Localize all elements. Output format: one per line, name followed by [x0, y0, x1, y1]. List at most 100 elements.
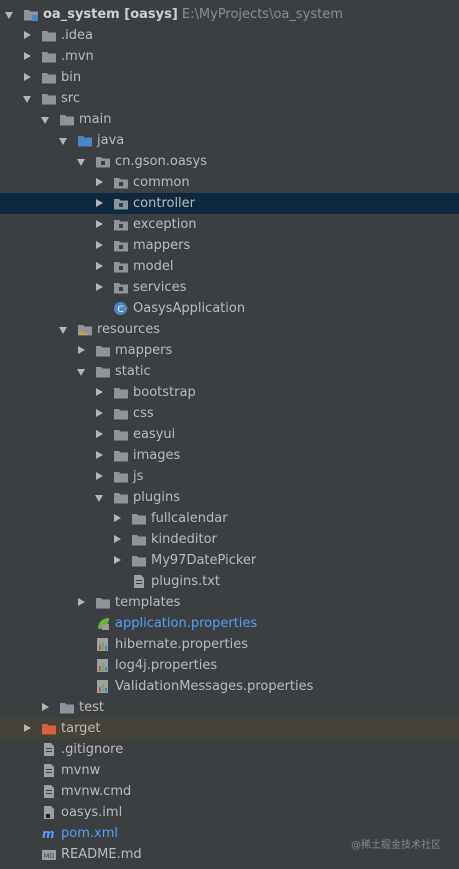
tree-row-hibernate-properties[interactable]: hibernate.properties — [0, 634, 459, 655]
folder-icon — [131, 511, 147, 526]
tree-row-plugins[interactable]: plugins — [0, 487, 459, 508]
chevron-down-icon[interactable] — [58, 130, 70, 151]
tree-row-test[interactable]: test — [0, 697, 459, 718]
chevron-right-icon[interactable] — [94, 424, 106, 445]
tree-row-cn-gson-oasys[interactable]: cn.gson.oasys — [0, 151, 459, 172]
chevron-down-icon[interactable] — [40, 109, 52, 130]
chevron-right-icon[interactable] — [22, 46, 34, 67]
resources-folder-icon — [77, 322, 93, 337]
tree-item-label: test — [79, 700, 104, 715]
tree-row-js[interactable]: js — [0, 466, 459, 487]
tree-row-bootstrap[interactable]: bootstrap — [0, 382, 459, 403]
tree-row-images[interactable]: images — [0, 445, 459, 466]
tree-row-log4j-properties[interactable]: log4j.properties — [0, 655, 459, 676]
text-file-icon — [41, 742, 57, 757]
folder-icon — [59, 112, 75, 127]
tree-row-services[interactable]: services — [0, 277, 459, 298]
chevron-right-icon[interactable] — [94, 193, 106, 214]
tree-row-main[interactable]: main — [0, 109, 459, 130]
tree-row-resources[interactable]: resources — [0, 319, 459, 340]
tree-row-mvn[interactable]: .mvn — [0, 46, 459, 67]
tree-row-gitignore[interactable]: .gitignore — [0, 739, 459, 760]
text-file-icon — [41, 763, 57, 778]
tree-row-oa-system[interactable]: oa_system [oasys] E:\MyProjects\oa_syste… — [0, 4, 459, 25]
tree-row-mappers[interactable]: mappers — [0, 235, 459, 256]
tree-row-my97datepicker[interactable]: My97DatePicker — [0, 550, 459, 571]
tree-row-application-properties[interactable]: application.properties — [0, 613, 459, 634]
properties-file-icon — [95, 637, 111, 652]
chevron-right-icon[interactable] — [40, 697, 52, 718]
tree-row-oasysapplication[interactable]: C OasysApplication — [0, 298, 459, 319]
chevron-right-icon[interactable] — [94, 466, 106, 487]
tree-item-label: images — [133, 448, 181, 463]
tree-item-label: cn.gson.oasys — [115, 154, 208, 169]
package-icon — [113, 259, 129, 274]
tree-row-plugins-txt[interactable]: plugins.txt — [0, 571, 459, 592]
properties-file-icon — [95, 679, 111, 694]
tree-item-label: mvnw.cmd — [61, 784, 132, 799]
folder-icon — [41, 28, 57, 43]
tree-row-idea[interactable]: .idea — [0, 25, 459, 46]
chevron-right-icon[interactable] — [94, 403, 106, 424]
tree-row-mvnw-cmd[interactable]: mvnw.cmd — [0, 781, 459, 802]
chevron-right-icon[interactable] — [22, 718, 34, 739]
package-icon — [95, 154, 111, 169]
tree-item-label: ValidationMessages.properties — [115, 679, 314, 694]
folder-icon — [113, 490, 129, 505]
tree-row-src[interactable]: src — [0, 88, 459, 109]
svg-text:C: C — [117, 305, 123, 315]
chevron-right-icon[interactable] — [76, 340, 88, 361]
tree-row-java[interactable]: java — [0, 130, 459, 151]
tree-row-validationmessages-properties[interactable]: ValidationMessages.properties — [0, 676, 459, 697]
tree-item-label: src — [61, 91, 80, 106]
chevron-right-icon[interactable] — [94, 172, 106, 193]
chevron-right-icon[interactable] — [22, 25, 34, 46]
tree-row-exception[interactable]: exception — [0, 214, 459, 235]
chevron-right-icon[interactable] — [22, 67, 34, 88]
folder-icon — [41, 91, 57, 106]
chevron-right-icon[interactable] — [76, 592, 88, 613]
project-tree[interactable]: oa_system [oasys] E:\MyProjects\oa_syste… — [0, 4, 459, 865]
chevron-right-icon[interactable] — [94, 214, 106, 235]
chevron-down-icon[interactable] — [76, 151, 88, 172]
chevron-down-icon[interactable] — [4, 4, 16, 25]
tree-item-label: OasysApplication — [133, 301, 246, 316]
tree-row-mappers[interactable]: mappers — [0, 340, 459, 361]
chevron-right-icon[interactable] — [112, 529, 124, 550]
package-icon — [113, 238, 129, 253]
chevron-right-icon[interactable] — [94, 445, 106, 466]
tree-row-mvnw[interactable]: mvnw — [0, 760, 459, 781]
tree-row-static[interactable]: static — [0, 361, 459, 382]
tree-row-fullcalendar[interactable]: fullcalendar — [0, 508, 459, 529]
module-name: [oasys] — [119, 7, 178, 22]
chevron-down-icon[interactable] — [58, 319, 70, 340]
tree-row-easyui[interactable]: easyui — [0, 424, 459, 445]
tree-item-label: services — [133, 280, 187, 295]
tree-row-css[interactable]: css — [0, 403, 459, 424]
tree-row-common[interactable]: common — [0, 172, 459, 193]
chevron-right-icon[interactable] — [94, 256, 106, 277]
tree-row-model[interactable]: model — [0, 256, 459, 277]
chevron-down-icon[interactable] — [22, 88, 34, 109]
tree-row-controller[interactable]: controller — [0, 193, 459, 214]
tree-row-kindeditor[interactable]: kindeditor — [0, 529, 459, 550]
tree-row-oasys-iml[interactable]: oasys.iml — [0, 802, 459, 823]
tree-item-label: static — [115, 364, 151, 379]
tree-row-bin[interactable]: bin — [0, 67, 459, 88]
folder-icon — [95, 343, 111, 358]
chevron-right-icon[interactable] — [94, 277, 106, 298]
chevron-right-icon[interactable] — [94, 382, 106, 403]
chevron-down-icon[interactable] — [76, 361, 88, 382]
tree-item-label: fullcalendar — [151, 511, 228, 526]
tree-row-templates[interactable]: templates — [0, 592, 459, 613]
svg-text:m: m — [42, 827, 55, 841]
tree-row-target[interactable]: target — [0, 718, 459, 739]
watermark: @稀土掘金技术社区 — [351, 840, 441, 851]
folder-icon — [113, 469, 129, 484]
chevron-down-icon[interactable] — [94, 487, 106, 508]
chevron-right-icon[interactable] — [112, 508, 124, 529]
chevron-right-icon[interactable] — [112, 550, 124, 571]
chevron-right-icon[interactable] — [94, 235, 106, 256]
